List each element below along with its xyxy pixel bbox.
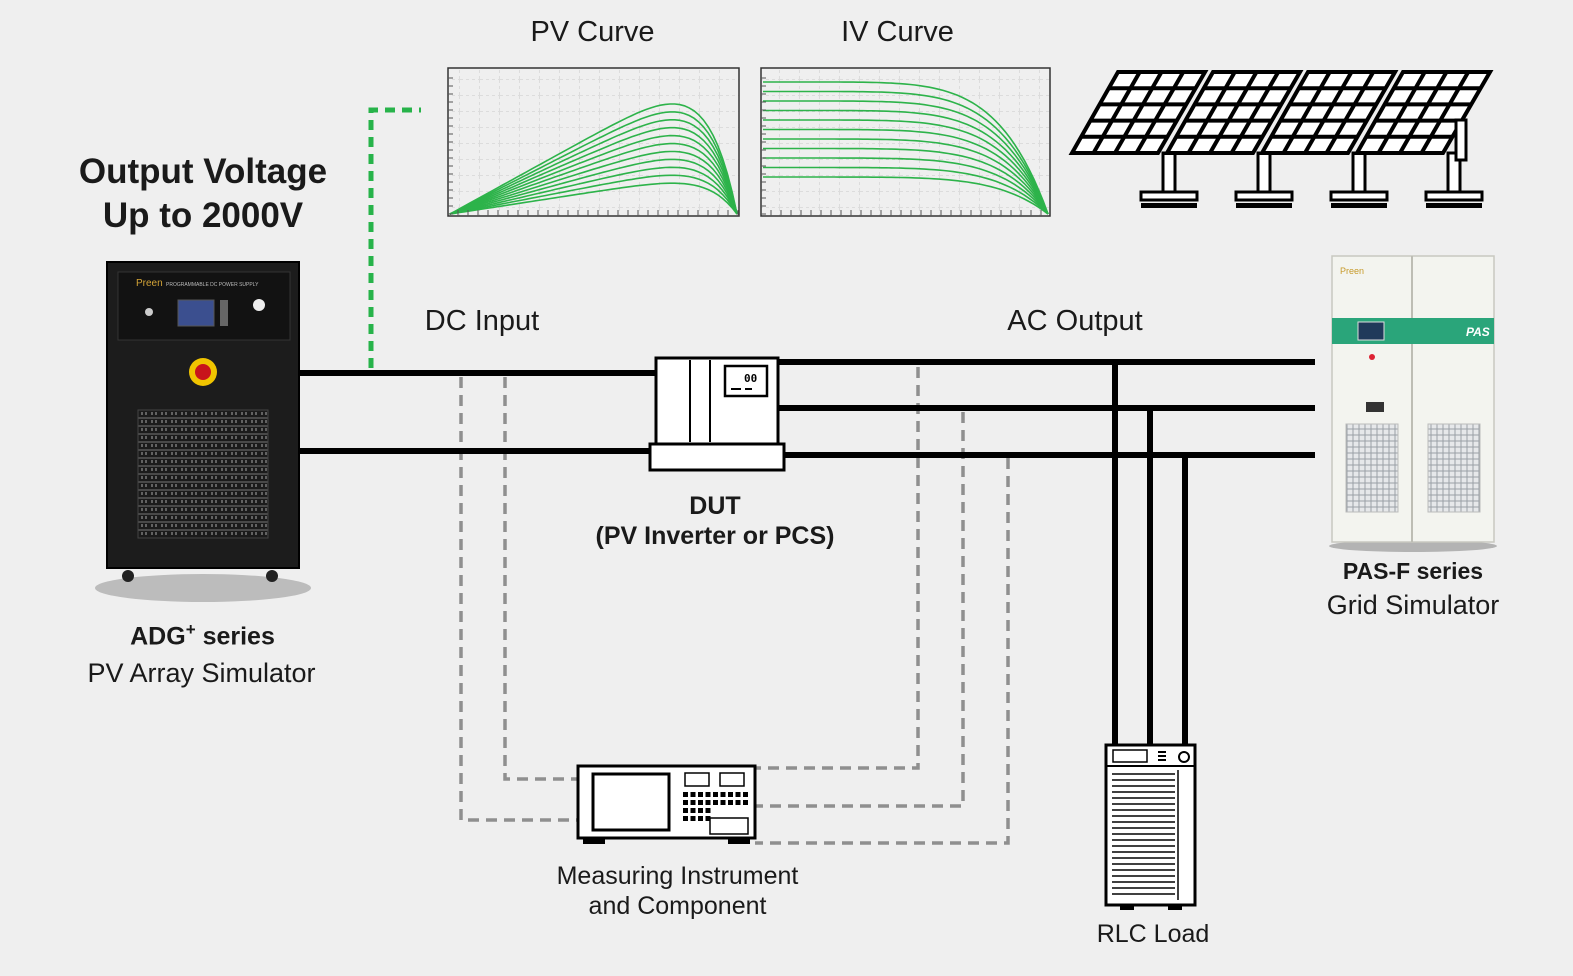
iv-curve-line	[763, 90, 1049, 215]
instrument-key	[705, 816, 711, 821]
instrument-key	[743, 792, 748, 797]
pv-curve-title: PV Curve	[530, 16, 655, 48]
pv-curve-chart	[447, 67, 740, 217]
iv-curve-line	[763, 166, 1049, 215]
adg-name-main: ADG	[130, 622, 186, 651]
iv-curve-line	[763, 128, 1049, 215]
adg-name-suffix: series	[195, 622, 275, 651]
instrument-key	[698, 816, 703, 821]
pas-brand: Preen	[1340, 266, 1364, 276]
instrument-key	[705, 808, 711, 813]
iv-curve-line	[763, 100, 1049, 215]
iv-curve-lines	[763, 81, 1049, 215]
iv-curve-line	[763, 157, 1049, 215]
rlc-label: RLC Load	[1096, 920, 1210, 948]
adg-brand: Preen	[136, 278, 163, 289]
instrument-key	[690, 800, 696, 805]
adg-panel-text: PROGRAMMABLE DC POWER SUPPLY	[166, 282, 259, 288]
rlc-load-icon	[1104, 743, 1197, 910]
iv-curve-line	[763, 109, 1049, 215]
ac-output-label: AC Output	[1007, 305, 1143, 337]
instrument-key	[683, 816, 688, 821]
instrument-key	[735, 792, 741, 797]
pv-curve-line	[449, 111, 738, 215]
instrument-key	[705, 792, 711, 797]
solar-panel	[1068, 70, 1209, 208]
instrument-key	[690, 792, 696, 797]
instrument-key	[683, 800, 688, 805]
instrument-key	[683, 792, 688, 797]
measuring-label-line1: Measuring Instrument	[556, 862, 799, 890]
instrument-key	[698, 808, 703, 813]
adg-name: ADG+ series	[80, 620, 325, 651]
iv-curve-line	[763, 119, 1049, 215]
ac-wires	[778, 359, 1315, 745]
adg-subtitle: PV Array Simulator	[87, 658, 316, 688]
solar-panel-array-icon	[1068, 70, 1494, 208]
pv-curve-line	[449, 119, 738, 215]
pas-cabinet: PAS Preen	[1329, 255, 1497, 552]
pv-curve-line	[449, 182, 738, 215]
dut-label: DUT	[689, 492, 741, 520]
dut-description: (PV Inverter or PCS)	[595, 522, 835, 550]
iv-curve-line	[763, 147, 1049, 215]
pv-curve-line	[449, 126, 738, 215]
headline-line2: Up to 2000V	[102, 196, 304, 235]
dc-input-label: DC Input	[424, 305, 540, 337]
dc-wires	[298, 370, 656, 454]
pv-curve-line	[449, 134, 738, 215]
pv-curve-lines	[449, 103, 738, 215]
measurement-wires	[459, 367, 1010, 845]
pas-badge: PAS	[1466, 325, 1490, 339]
adg-name-sup: +	[185, 620, 196, 639]
iv-axis-ticks	[761, 77, 1042, 216]
instrument-key	[728, 792, 733, 797]
instrument-key	[683, 808, 688, 813]
dut-display: 00	[744, 372, 757, 385]
pas-name: PAS-F series	[1342, 558, 1484, 584]
iv-curve-line	[763, 81, 1049, 215]
iv-curve-line	[763, 138, 1049, 215]
instrument-key	[720, 800, 726, 805]
solar-panel	[1258, 70, 1399, 208]
instrument-key	[713, 792, 718, 797]
instrument-key	[728, 800, 733, 805]
iv-curve-chart	[760, 67, 1051, 217]
instrument-key	[690, 816, 696, 821]
instrument-key	[690, 808, 696, 813]
pv-curve-line	[449, 158, 738, 215]
solar-panel	[1163, 70, 1304, 208]
pv-curve-line	[449, 150, 738, 215]
pv-curve-line	[449, 142, 738, 215]
instrument-key	[735, 800, 741, 805]
adg-cabinet: Preen PROGRAMMABLE DC POWER SUPPLY	[95, 261, 311, 602]
pas-subtitle: Grid Simulator	[1326, 590, 1500, 620]
headline-line1: Output Voltage	[78, 152, 328, 191]
instrument-key	[698, 792, 703, 797]
pv-curve-line	[449, 103, 738, 215]
solar-panel	[1353, 70, 1494, 208]
iv-curve-title: IV Curve	[841, 16, 954, 48]
pv-curve-line	[449, 166, 738, 215]
instrument-key	[720, 792, 726, 797]
measuring-instrument-icon	[576, 764, 757, 844]
instrument-key	[698, 800, 703, 805]
pv-axis-ticks	[448, 77, 739, 216]
solar-rear-support	[1454, 118, 1468, 162]
instrument-key	[713, 800, 718, 805]
iv-curve-line	[763, 176, 1049, 215]
instrument-key	[743, 800, 748, 805]
dut-inverter-icon: 00	[648, 356, 786, 472]
green-link	[368, 107, 421, 368]
instrument-key	[705, 800, 711, 805]
measuring-label-line2: and Component	[588, 892, 767, 920]
pv-curve-line	[449, 174, 738, 215]
